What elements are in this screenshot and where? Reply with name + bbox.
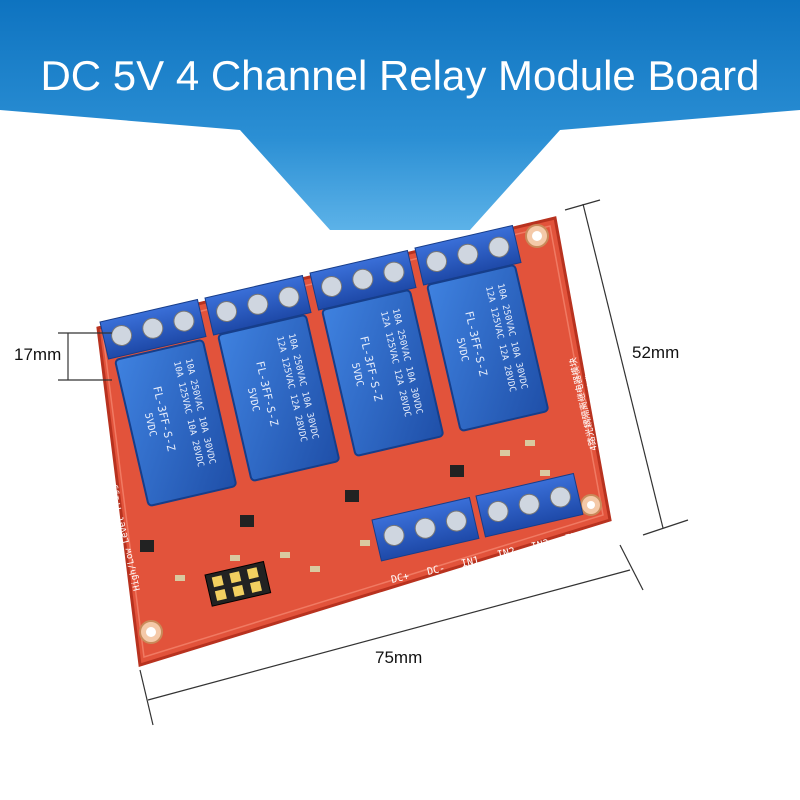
mounting-holes bbox=[139, 224, 602, 644]
top-terminal-block-4 bbox=[414, 224, 522, 286]
top-terminal-block-1 bbox=[99, 298, 207, 360]
relay-2-voltage: 5VDC bbox=[245, 387, 261, 413]
relay-4-voltage: 5VDC bbox=[454, 337, 470, 363]
relay-3: 10A 250VAC 10A 30VDC 12A 125VAC 12A 28VD… bbox=[321, 289, 444, 457]
smd-components bbox=[140, 440, 550, 581]
input-terminal-block-1 bbox=[371, 496, 480, 562]
pin-label-in3: IN3 bbox=[530, 538, 550, 553]
relay-2: 10A 250VAC 10A 30VDC 12A 125VAC 12A 28VD… bbox=[217, 314, 340, 482]
pin-label-in1: IN1 bbox=[460, 555, 480, 570]
pin-label-in2: IN2 bbox=[496, 546, 516, 561]
width-dimension-label: 75mm bbox=[375, 648, 423, 667]
pin-label-in4: IN4 bbox=[564, 530, 584, 545]
top-terminal-block-2 bbox=[204, 274, 312, 336]
page-title: DC 5V 4 Channel Relay Module Board bbox=[40, 52, 760, 99]
top-terminal-block-3 bbox=[309, 249, 417, 311]
dimension-lines bbox=[58, 199, 689, 726]
relay-1-voltage: 5VDC bbox=[142, 412, 158, 438]
relay-1: 10A 250VAC 10A 30VDC 10A 125VAC 10A 28VD… bbox=[114, 339, 237, 507]
relay-4: 10A 250VAC 10A 30VDC 12A 125VAC 12A 28VD… bbox=[426, 264, 549, 432]
relay-3-voltage: 5VDC bbox=[349, 362, 365, 388]
pin-label-dc-plus: DC+ bbox=[390, 571, 410, 586]
jumper-header bbox=[204, 560, 272, 607]
pin-label-dc-minus: DC- bbox=[426, 563, 446, 578]
input-terminal-block-2 bbox=[475, 472, 584, 538]
title-banner bbox=[0, 0, 800, 230]
board-model-label: HW-280 bbox=[81, 393, 103, 435]
height-dimension-label: 52mm bbox=[632, 343, 680, 362]
terminal-dimension-label: 17mm bbox=[14, 345, 62, 364]
